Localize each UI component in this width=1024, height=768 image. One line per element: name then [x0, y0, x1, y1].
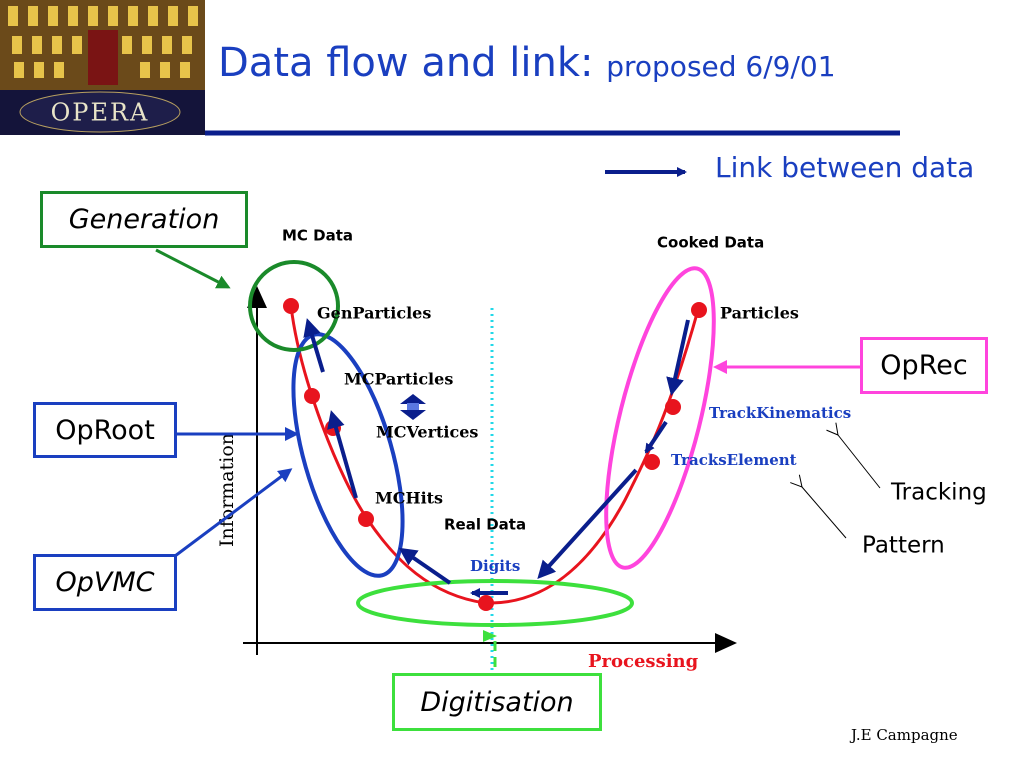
genparticles-label: GenParticles — [317, 304, 431, 323]
node-dot-trackselement — [644, 454, 660, 470]
link-arrow-trackselement-digits — [537, 468, 638, 579]
legend-label: Link between data — [715, 151, 974, 184]
title-main: Data flow and link: — [218, 40, 594, 86]
opera-logo: OPERA — [0, 0, 205, 135]
mcparticles-label: MCParticles — [344, 370, 453, 389]
node-dot-trackkinematics — [665, 399, 681, 415]
generation-box-label: Generation — [68, 204, 220, 235]
mcvertices-label: MCVertices — [376, 423, 478, 442]
digitisation-ellipse — [356, 579, 634, 627]
link-arrow-trackkinematics-trackselement — [644, 420, 668, 454]
trackkinematics-label: TrackKinematics — [709, 404, 851, 422]
digits-label: Digits — [470, 557, 520, 575]
node-dot-mcparticles — [304, 388, 320, 404]
cooked-data-ellipse — [604, 266, 716, 570]
x-axis-label: Processing — [588, 651, 699, 672]
oproot-box: OpRoot — [33, 402, 177, 458]
generation-pointer-arrow — [155, 248, 231, 289]
opvmc-pointer-arrow — [174, 468, 293, 558]
generation-circle — [248, 260, 340, 352]
cooked-data-label: Cooked Data — [657, 234, 764, 252]
pattern-pointer-arrow — [802, 487, 847, 539]
title-sub: proposed 6/9/01 — [606, 50, 836, 83]
node-dot-digits — [478, 595, 494, 611]
mcparticles-mcvertices-double-arrow — [400, 394, 426, 420]
author-label: J.E Campagne — [849, 726, 958, 744]
node-dot-particles — [691, 302, 707, 318]
node-dot-mchits — [358, 511, 374, 527]
tracking-pointer-arrow — [838, 435, 881, 489]
oproot-box-label: OpRoot — [55, 414, 155, 446]
digitisation-box-label: Digitisation — [420, 686, 574, 718]
mc-data-label: MC Data — [282, 227, 353, 245]
link-arrow-mchits-mcvertices — [327, 410, 358, 499]
real-data-label: Real Data — [444, 516, 526, 534]
opvmc-box: OpVMC — [33, 554, 177, 611]
opera-logo-graphic: OPERA — [0, 0, 205, 135]
mchits-label: MCHits — [375, 489, 443, 508]
page-title: Data flow and link: proposed 6/9/01 — [218, 40, 836, 86]
oprec-box: OpRec — [860, 337, 988, 394]
tracking-label: Tracking — [890, 480, 987, 506]
pattern-label: Pattern — [862, 533, 945, 559]
particles-label: Particles — [720, 304, 799, 323]
opvmc-box-label: OpVMC — [55, 567, 155, 598]
link-arrow-mcparticles-genparticles — [303, 318, 325, 373]
generation-box: Generation — [40, 191, 248, 248]
digitisation-box: Digitisation — [392, 673, 602, 731]
y-axis-label: Information — [216, 433, 238, 547]
trackselement-label: TracksElement — [671, 451, 797, 469]
link-arrow-particles-trackkinematics — [666, 319, 690, 396]
opera-logo-text: OPERA — [51, 99, 150, 127]
link-arrow-digits-mchits — [398, 547, 452, 585]
mc-data-ellipse — [291, 332, 405, 578]
node-dot-genparticles — [283, 298, 299, 314]
oprec-box-label: OpRec — [880, 350, 968, 381]
